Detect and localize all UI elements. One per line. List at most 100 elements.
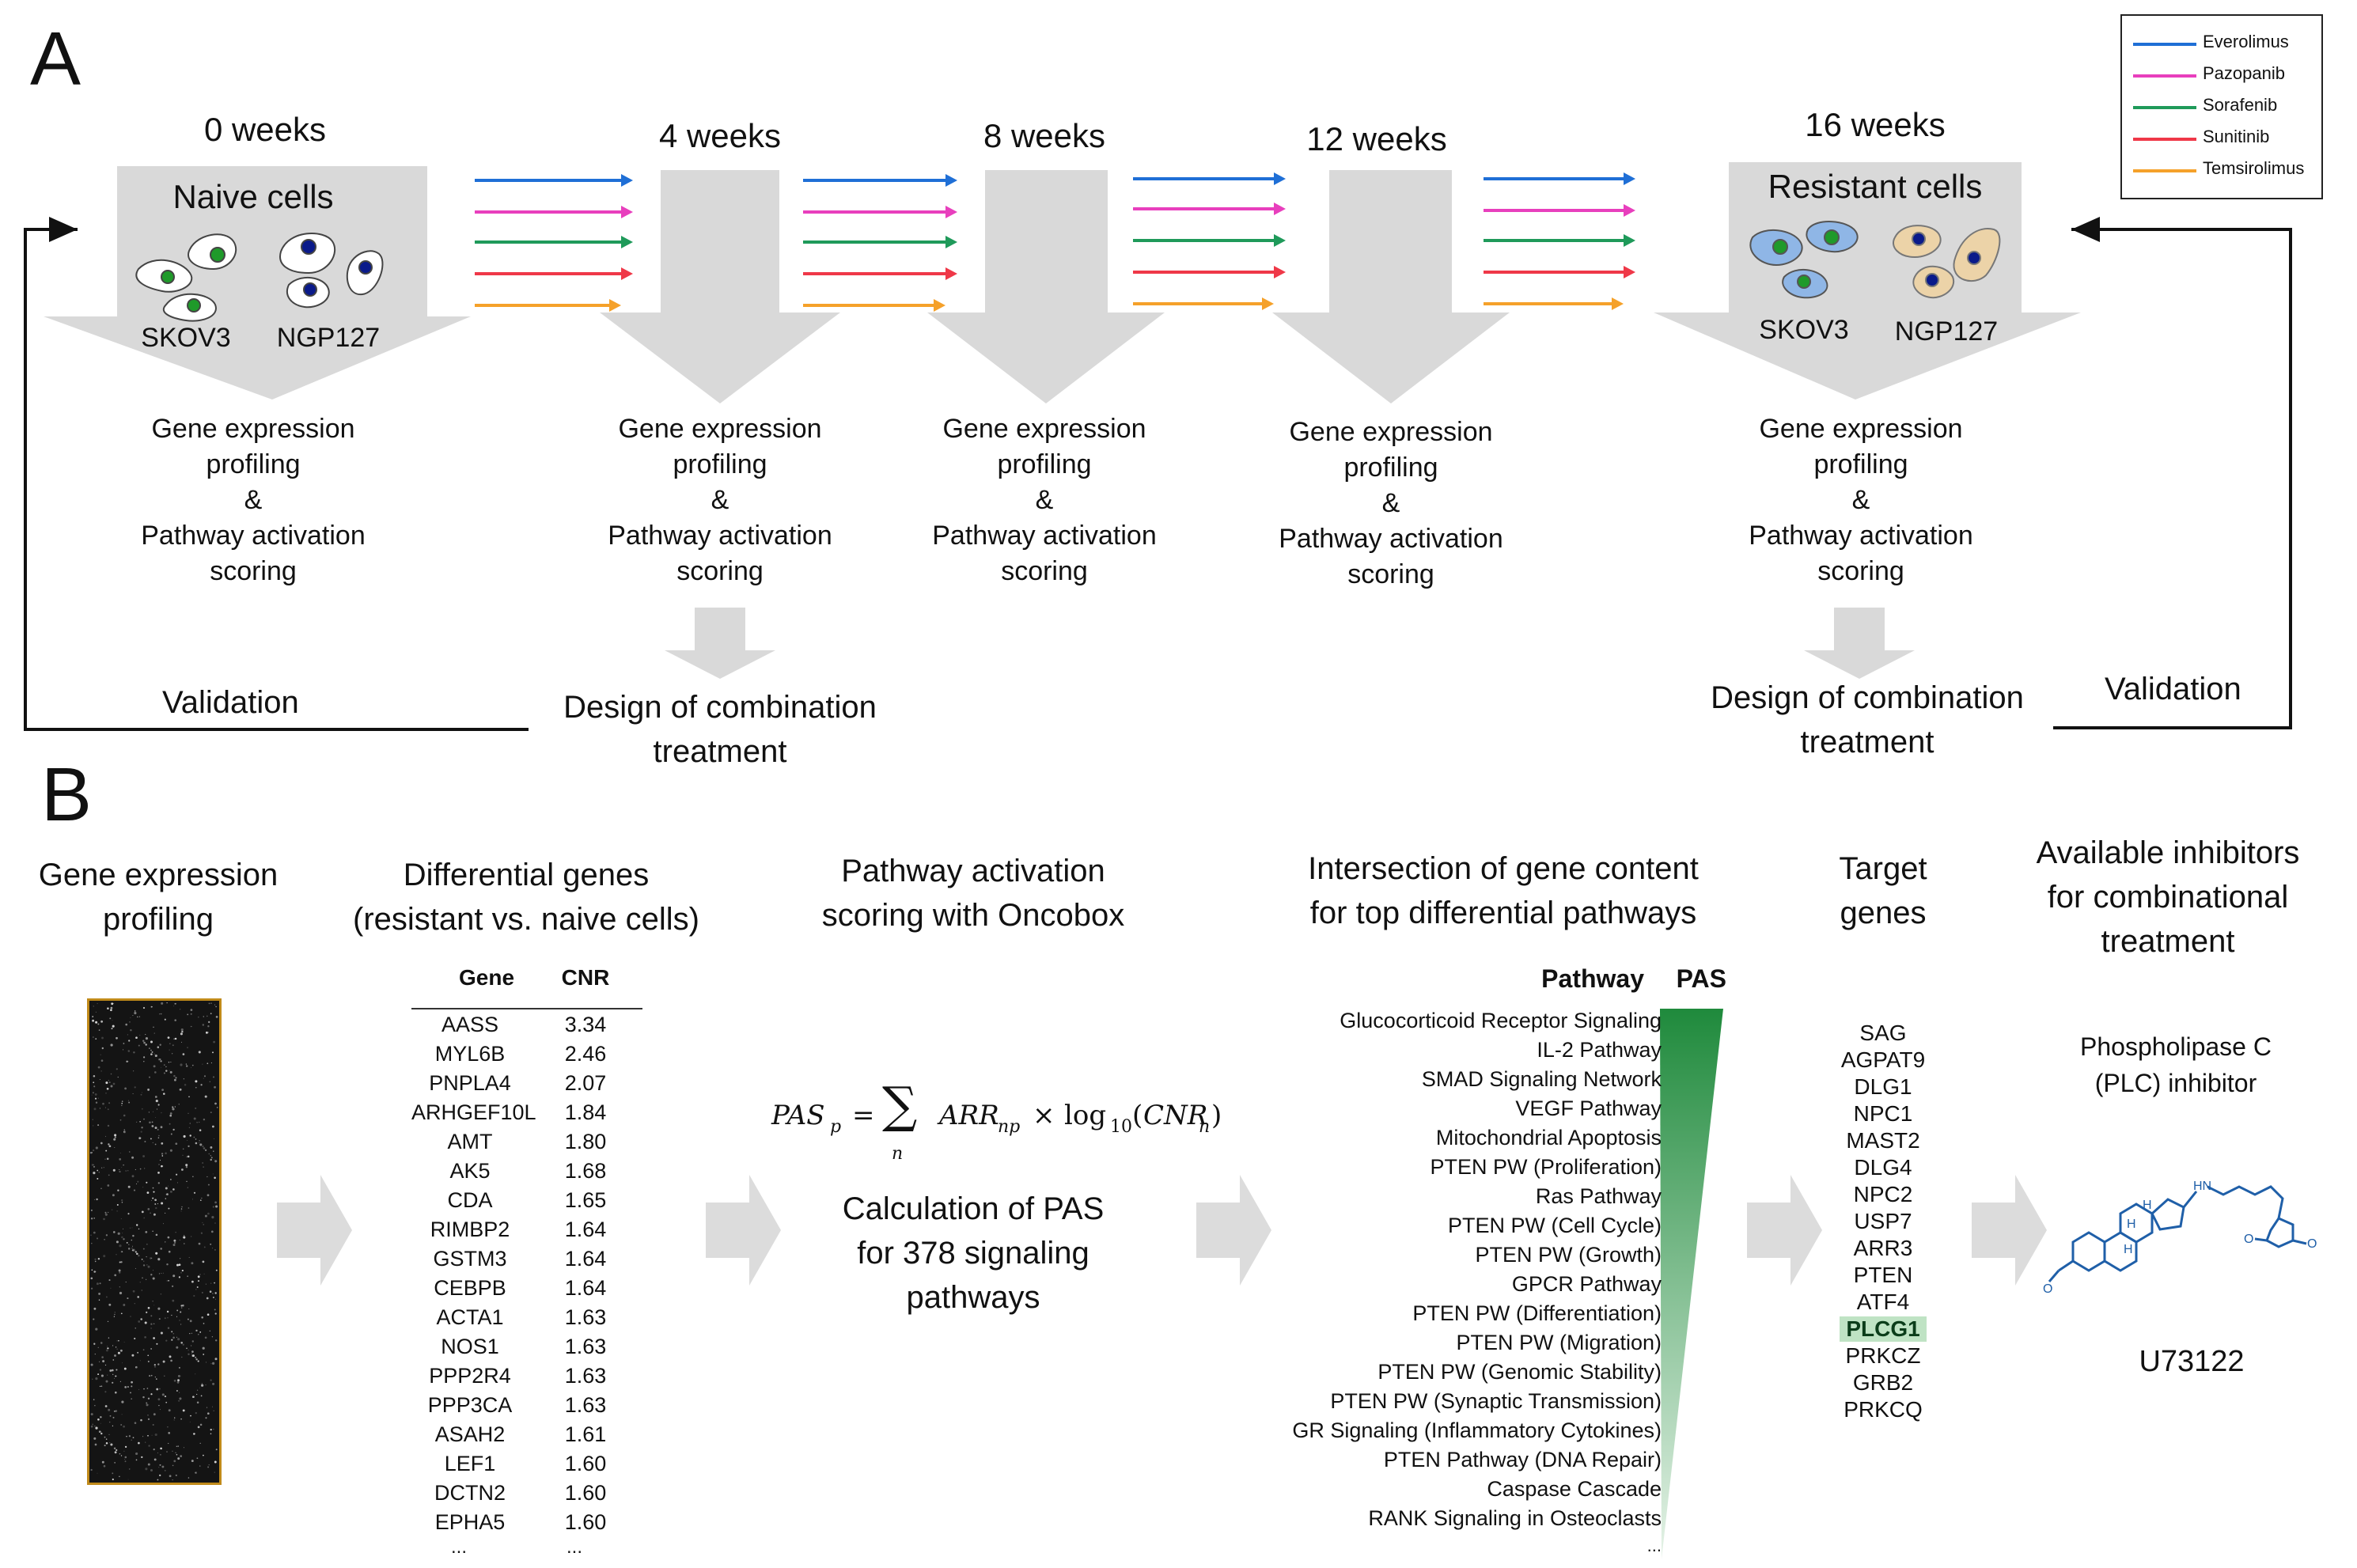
microarray-spot bbox=[204, 1214, 207, 1218]
inhibitor-name: U73122 bbox=[2139, 1345, 2245, 1378]
gene-cell: MYL6B bbox=[434, 1042, 506, 1066]
microarray-spot bbox=[165, 1339, 168, 1342]
microarray-spot bbox=[210, 1428, 212, 1431]
stage-8-arrow bbox=[927, 170, 1165, 403]
microarray-spot bbox=[176, 1182, 179, 1184]
microarray-spot bbox=[118, 1269, 121, 1272]
microarray-spot bbox=[157, 1258, 161, 1261]
microarray-spot bbox=[151, 1200, 152, 1201]
microarray-spot bbox=[207, 1025, 210, 1028]
inhibitor-title: Phospholipase C (PLC) inhibitor bbox=[2080, 1032, 2272, 1097]
microarray-spot bbox=[199, 1129, 202, 1131]
microarray-spot bbox=[183, 1243, 185, 1244]
microarray-spot bbox=[140, 1093, 142, 1096]
microarray-spot bbox=[203, 1323, 205, 1324]
microarray-spot bbox=[153, 1065, 156, 1068]
header-target-genes: Target genes bbox=[1839, 851, 1927, 930]
pathway-item: PTEN PW (Growth) bbox=[1475, 1243, 1662, 1267]
microarray-spot bbox=[190, 1025, 192, 1028]
legend-item-everolimus: Everolimus bbox=[2133, 28, 2312, 60]
microarray-spot bbox=[178, 1366, 180, 1369]
microarray-spot bbox=[121, 1100, 123, 1102]
microarray-spot bbox=[112, 1345, 114, 1346]
microarray-spot bbox=[176, 1390, 178, 1392]
pathway-item: PTEN PW (Proliferation) bbox=[1430, 1155, 1662, 1179]
microarray-spot bbox=[177, 1445, 180, 1447]
microarray-spot bbox=[119, 1119, 122, 1121]
microarray-spot bbox=[116, 1068, 118, 1070]
microarray-spot bbox=[101, 1036, 104, 1040]
microarray-spot bbox=[108, 1174, 110, 1176]
microarray-spot bbox=[146, 1181, 148, 1184]
microarray-spot bbox=[142, 1436, 144, 1437]
microarray-spot bbox=[96, 1237, 99, 1240]
microarray-spot bbox=[160, 1248, 163, 1250]
microarray-spot bbox=[184, 1084, 187, 1086]
microarray-spot bbox=[203, 1075, 207, 1078]
microarray-spot bbox=[205, 1417, 207, 1419]
microarray-spot bbox=[123, 1129, 126, 1131]
microarray-spot bbox=[92, 1092, 94, 1094]
microarray-spot bbox=[210, 1363, 212, 1365]
microarray-spot bbox=[94, 1258, 97, 1260]
microarray-spot bbox=[93, 1085, 96, 1088]
cnr-cell: 1.60 bbox=[564, 1510, 607, 1534]
microarray-spot bbox=[193, 1136, 195, 1138]
microarray-spot bbox=[161, 1002, 164, 1005]
microarray-spot bbox=[129, 1151, 131, 1153]
naive-cells-title: Naive cells bbox=[172, 178, 334, 215]
pathway-item: Caspase Cascade bbox=[1487, 1477, 1662, 1501]
pathway-column-header: Pathway bbox=[1541, 964, 1644, 993]
microarray-spot bbox=[210, 1158, 212, 1161]
microarray-spot bbox=[172, 1274, 176, 1278]
microarray-spot bbox=[112, 1373, 114, 1375]
microarray-spot bbox=[179, 1392, 180, 1393]
microarray-spot bbox=[212, 1173, 214, 1175]
microarray-spot bbox=[157, 1203, 159, 1205]
microarray-spot bbox=[127, 1386, 129, 1388]
pathway-item: SMAD Signaling Network bbox=[1421, 1067, 1662, 1091]
microarray-spot bbox=[121, 1166, 123, 1168]
microarray-spot bbox=[164, 1018, 166, 1021]
microarray-spot bbox=[168, 1185, 169, 1187]
microarray-spot bbox=[93, 1165, 96, 1168]
microarray-spot bbox=[200, 1395, 203, 1397]
microarray-spot bbox=[143, 1118, 145, 1120]
microarray-spot bbox=[207, 1313, 210, 1316]
microarray-spot bbox=[158, 1164, 160, 1165]
legend-label: Pazopanib bbox=[2203, 63, 2285, 83]
microarray-spot bbox=[158, 1058, 161, 1061]
microarray-spot bbox=[202, 1146, 204, 1148]
microarray-spot bbox=[210, 1112, 212, 1113]
microarray-spot bbox=[167, 1236, 170, 1239]
microarray-spot bbox=[215, 1298, 217, 1300]
microarray-spot bbox=[113, 1138, 116, 1141]
microarray-spot bbox=[165, 1152, 167, 1155]
microarray-spot bbox=[163, 1064, 165, 1066]
microarray-spot bbox=[169, 1123, 171, 1125]
microarray-spot bbox=[124, 1386, 127, 1388]
microarray-spot bbox=[174, 1019, 176, 1021]
microarray-spot bbox=[183, 1236, 186, 1239]
microarray-spot bbox=[114, 1134, 117, 1137]
microarray-spot bbox=[163, 1072, 165, 1074]
pathway-item: GR Signaling (Inflammatory Cytokines) bbox=[1292, 1418, 1662, 1442]
gene-cell: ASAH2 bbox=[434, 1422, 506, 1446]
microarray-spot bbox=[203, 1354, 205, 1355]
microarray-spot bbox=[210, 1230, 214, 1233]
pas-column-header: PAS bbox=[1676, 964, 1726, 993]
pathway-item: Ras Pathway bbox=[1535, 1184, 1662, 1208]
microarray-spot bbox=[176, 1173, 178, 1176]
microarray-spot bbox=[212, 1293, 214, 1294]
header-gene-expression: Gene expression profiling bbox=[38, 858, 279, 937]
microarray-spot bbox=[110, 1006, 113, 1009]
legend-item-pazopanib: Pazopanib bbox=[2133, 60, 2312, 92]
microarray-spot bbox=[185, 1166, 188, 1168]
microarray-spot bbox=[201, 1382, 203, 1384]
formula-sum-sub: n bbox=[892, 1144, 904, 1164]
microarray-spot bbox=[109, 1415, 112, 1417]
microarray-spot bbox=[147, 1361, 150, 1362]
